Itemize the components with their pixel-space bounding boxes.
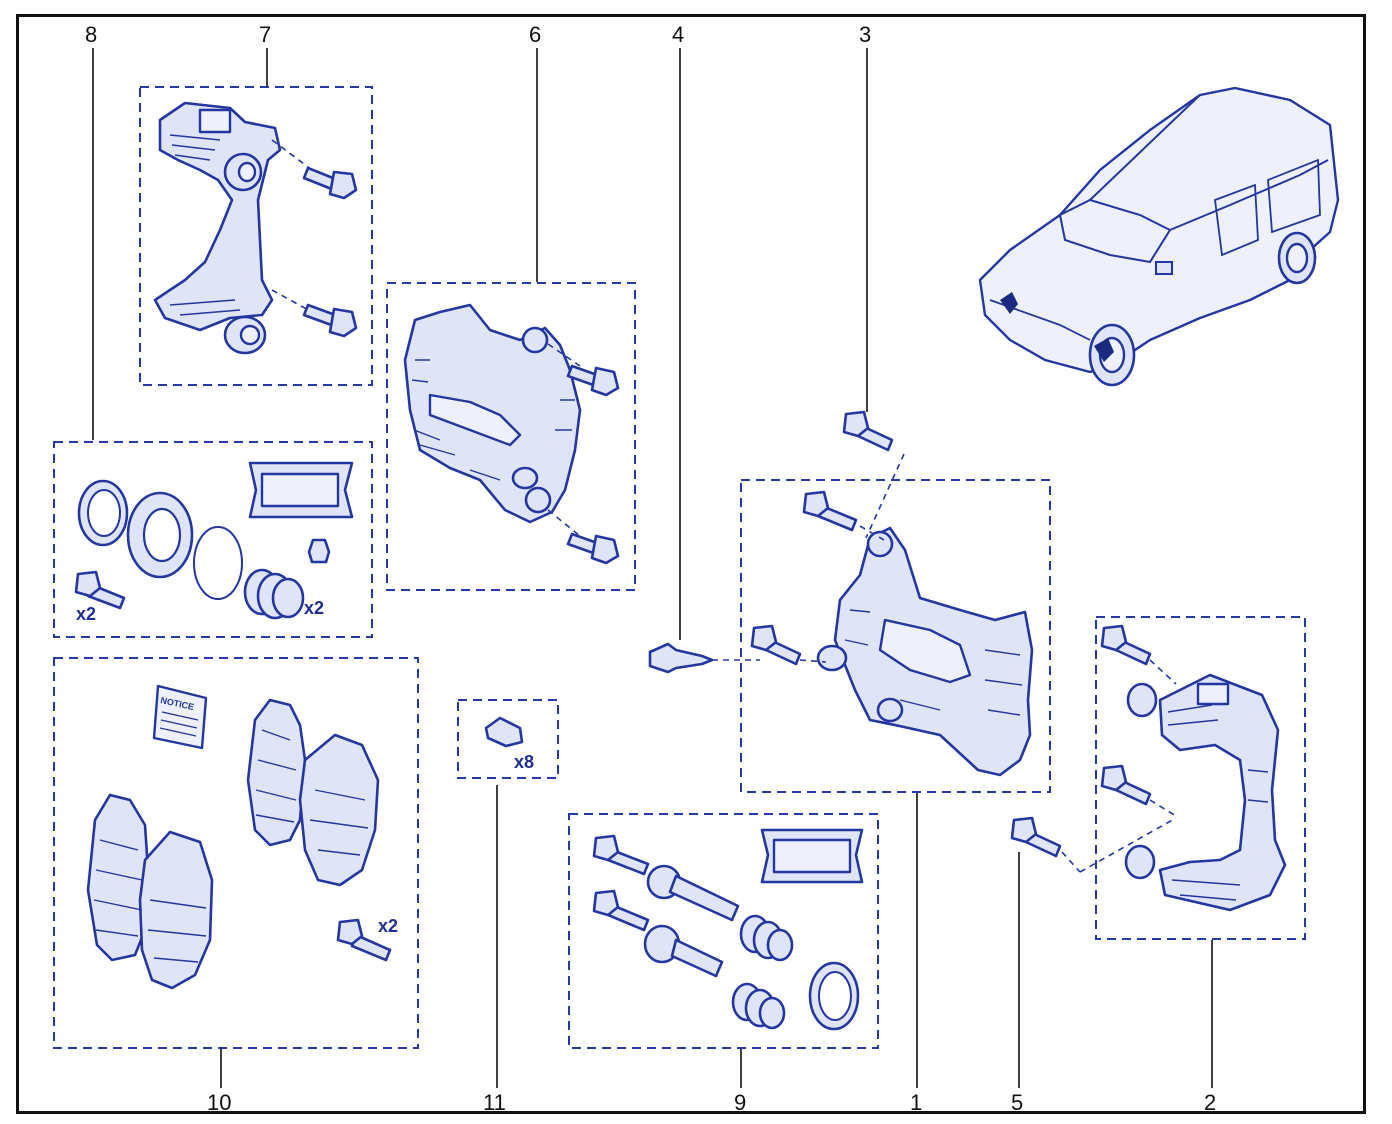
o-ring-8 bbox=[193, 526, 243, 600]
guide-boot-9a bbox=[739, 914, 794, 962]
bolt-5 bbox=[1010, 816, 1177, 873]
kit-box-8 bbox=[53, 441, 373, 638]
grease-sachet-9 bbox=[760, 828, 864, 884]
callout-6: 6 bbox=[529, 22, 541, 282]
caliper-carrier-bracket-2 bbox=[1124, 673, 1287, 912]
kit-box-9 bbox=[568, 813, 879, 1049]
qty-bolt-10: x2 bbox=[378, 916, 398, 936]
kit-box-10 bbox=[53, 657, 419, 1049]
qty-clip-11: x8 bbox=[514, 752, 534, 772]
bolt-7a bbox=[302, 166, 358, 200]
bolt-6b bbox=[566, 532, 620, 565]
callout-11: 11 bbox=[483, 785, 506, 1115]
kit-box-11 bbox=[457, 699, 559, 779]
kit-box-1 bbox=[740, 479, 1051, 793]
bolt-3 bbox=[842, 410, 905, 539]
kit-box-6 bbox=[386, 282, 636, 591]
kit-box-2 bbox=[1095, 616, 1306, 940]
svg-text:5: 5 bbox=[1011, 1090, 1023, 1115]
bolt-10 bbox=[336, 918, 392, 962]
piston-seal-8 bbox=[126, 491, 194, 579]
caliper-carrier-bracket-7 bbox=[153, 101, 313, 355]
svg-text:8: 8 bbox=[85, 22, 97, 47]
diagram-frame bbox=[16, 14, 1366, 1114]
svg-text:11: 11 bbox=[483, 1090, 506, 1115]
callout-3: 3 bbox=[859, 22, 871, 412]
guide-boot-9b bbox=[731, 982, 786, 1030]
spring-clip-11 bbox=[484, 716, 524, 748]
callout-1: 1 bbox=[910, 792, 922, 1115]
svg-text:1: 1 bbox=[910, 1090, 922, 1115]
callout-7: 7 bbox=[259, 22, 271, 86]
bleed-cap-8 bbox=[307, 538, 331, 564]
guide-pin-9b bbox=[643, 924, 724, 978]
svg-text:6: 6 bbox=[529, 22, 541, 47]
bolt-6a bbox=[566, 364, 620, 397]
brake-pad-10a bbox=[246, 698, 380, 887]
bolt-2b bbox=[1100, 764, 1177, 817]
callout-10: 10 bbox=[207, 1048, 231, 1115]
dust-boot-8 bbox=[243, 568, 305, 620]
bolt-8 bbox=[74, 570, 126, 610]
guide-pin-9a bbox=[646, 864, 740, 922]
guide-bolt-9b bbox=[592, 889, 650, 932]
notice-booklet-10: NOTICE bbox=[152, 684, 208, 750]
callout-5: 5 bbox=[1011, 852, 1023, 1115]
bolt-2a bbox=[1100, 624, 1177, 685]
svg-text:4: 4 bbox=[672, 22, 684, 47]
svg-text:10: 10 bbox=[207, 1090, 231, 1115]
caliper-assembly-1 bbox=[816, 526, 1034, 777]
kit-box-7 bbox=[139, 86, 373, 386]
svg-text:7: 7 bbox=[259, 22, 271, 47]
van-illustration bbox=[978, 86, 1340, 387]
guide-bolt-9a bbox=[592, 834, 650, 876]
brake-pad-10b bbox=[86, 793, 214, 990]
bolt-7b bbox=[302, 303, 358, 338]
grease-sachet-8 bbox=[248, 461, 354, 519]
bleed-screw-4 bbox=[648, 642, 760, 674]
callout-9: 9 bbox=[734, 1048, 746, 1115]
svg-text:9: 9 bbox=[734, 1090, 746, 1115]
qty-boot-8: x2 bbox=[304, 598, 324, 618]
svg-text:3: 3 bbox=[859, 22, 871, 47]
bolt-1a bbox=[802, 490, 885, 541]
caliper-body-6 bbox=[403, 303, 582, 537]
svg-text:2: 2 bbox=[1204, 1090, 1216, 1115]
callout-8: 8 bbox=[85, 22, 97, 440]
seal-ring-8 bbox=[77, 479, 129, 547]
bolt-1b bbox=[750, 624, 827, 666]
qty-bolt-8: x2 bbox=[76, 604, 96, 624]
callout-2: 2 bbox=[1204, 940, 1216, 1115]
callout-4: 4 bbox=[672, 22, 684, 640]
seal-ring-9 bbox=[808, 961, 860, 1031]
